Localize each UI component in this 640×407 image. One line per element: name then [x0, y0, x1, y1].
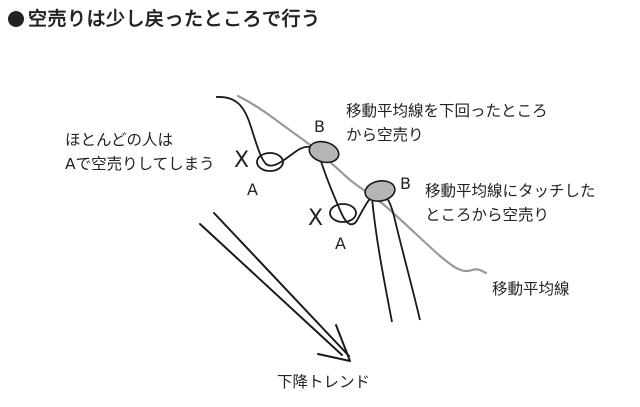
- x-mark-2: X: [308, 206, 324, 231]
- label-b1: B: [314, 117, 325, 136]
- moving-average-label: 移動平均線: [492, 280, 570, 298]
- point-b1-oval: [308, 140, 340, 164]
- point-a2-oval: [329, 203, 357, 223]
- point-b2-oval: [364, 180, 396, 202]
- break-note-line2: から空売り: [346, 126, 424, 144]
- label-b2: B: [400, 174, 411, 193]
- x-mark-1: X: [234, 148, 250, 173]
- crowd-note-line2: Aで空売りしてしまう: [65, 155, 215, 173]
- touch-note-line1: 移動平均線にタッチした: [425, 182, 596, 200]
- downtrend-arrow: [199, 212, 351, 362]
- break-note-line1: 移動平均線を下回ったところ: [346, 102, 548, 120]
- crowd-note-line1: ほとんどの人は: [65, 131, 174, 149]
- drop-line-1: [371, 197, 393, 323]
- bullet-icon: [8, 11, 24, 27]
- point-a1-oval: [256, 152, 284, 172]
- title-text: 空売りは少し戻ったところで行う: [28, 8, 321, 30]
- touch-note-line2: ところから空売り: [425, 206, 550, 224]
- diagram-title: 空売りは少し戻ったところで行う: [8, 4, 321, 31]
- downtrend-label: 下降トレンド: [277, 373, 371, 391]
- label-a2: A: [335, 234, 346, 253]
- price-path-1: [215, 96, 421, 321]
- label-a1: A: [247, 180, 258, 199]
